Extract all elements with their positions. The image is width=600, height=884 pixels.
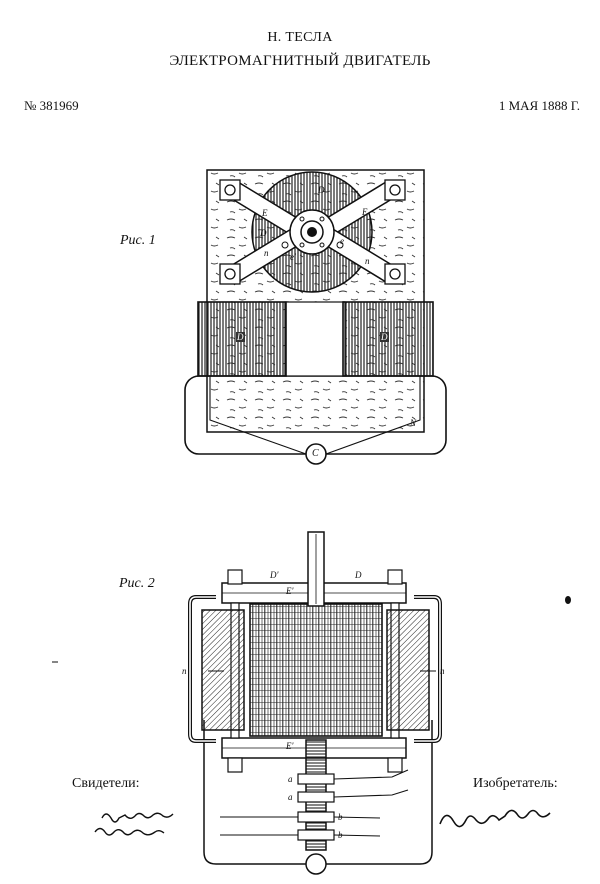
fig2-letter-b2: b xyxy=(338,830,343,840)
inventor-signature xyxy=(439,809,551,828)
fig1-letter-Dprime: D' xyxy=(260,228,269,238)
witness-signatures xyxy=(94,812,174,836)
fig2-letter-D: D xyxy=(355,570,362,580)
fig2-letter-n-left: n xyxy=(182,666,187,676)
fig2-letter-Dprime: D' xyxy=(270,570,279,580)
fig2-letter-Eprime-bottom: E' xyxy=(286,741,294,751)
ink-speck xyxy=(565,596,571,604)
fig2-letter-n-right: n xyxy=(440,666,445,676)
fig2-letter-a1: a xyxy=(288,774,293,784)
figure-2 xyxy=(188,531,442,875)
fig1-letter-N: N xyxy=(410,418,417,428)
figure-1-label: Рис. 1 xyxy=(120,233,156,248)
fig1-letter-D-coil2: D xyxy=(380,332,389,342)
fig1-letter-e: e xyxy=(340,236,344,246)
fig1-letter-D: D xyxy=(318,185,325,195)
fig1-letter-D-coil: D xyxy=(236,332,245,342)
patent-date: 1 МАЯ 1888 Г. xyxy=(498,98,580,113)
figure-1 xyxy=(184,169,447,465)
fig1-letter-eprime: e' xyxy=(290,252,296,262)
figure-2-label: Рис. 2 xyxy=(119,576,155,591)
fig2-letter-b1: b xyxy=(338,812,343,822)
fig1-letter-E2: E xyxy=(362,207,368,217)
patent-number: № 381969 xyxy=(24,98,79,113)
fig2-letter-a2: a xyxy=(288,792,293,802)
witnesses-label: Свидетели: xyxy=(72,776,140,791)
fig1-letter-E: E xyxy=(262,208,268,218)
document-title: ЭЛЕКТРОМАГНИТНЫЙ ДВИГАТЕЛЬ xyxy=(169,53,431,69)
fig2-commutator xyxy=(305,853,327,875)
author-name: Н. ТЕСЛА xyxy=(267,30,333,45)
fig1-letter-n: n xyxy=(264,248,269,258)
magnet-left xyxy=(201,609,245,731)
fig1-letter-C: C xyxy=(312,448,319,459)
magnet-right xyxy=(386,609,430,731)
fig2-letter-Eprime-top: E' xyxy=(286,586,294,596)
fig1-letter-n2: n xyxy=(365,256,370,266)
inventor-label: Изобретатель: xyxy=(473,776,558,791)
